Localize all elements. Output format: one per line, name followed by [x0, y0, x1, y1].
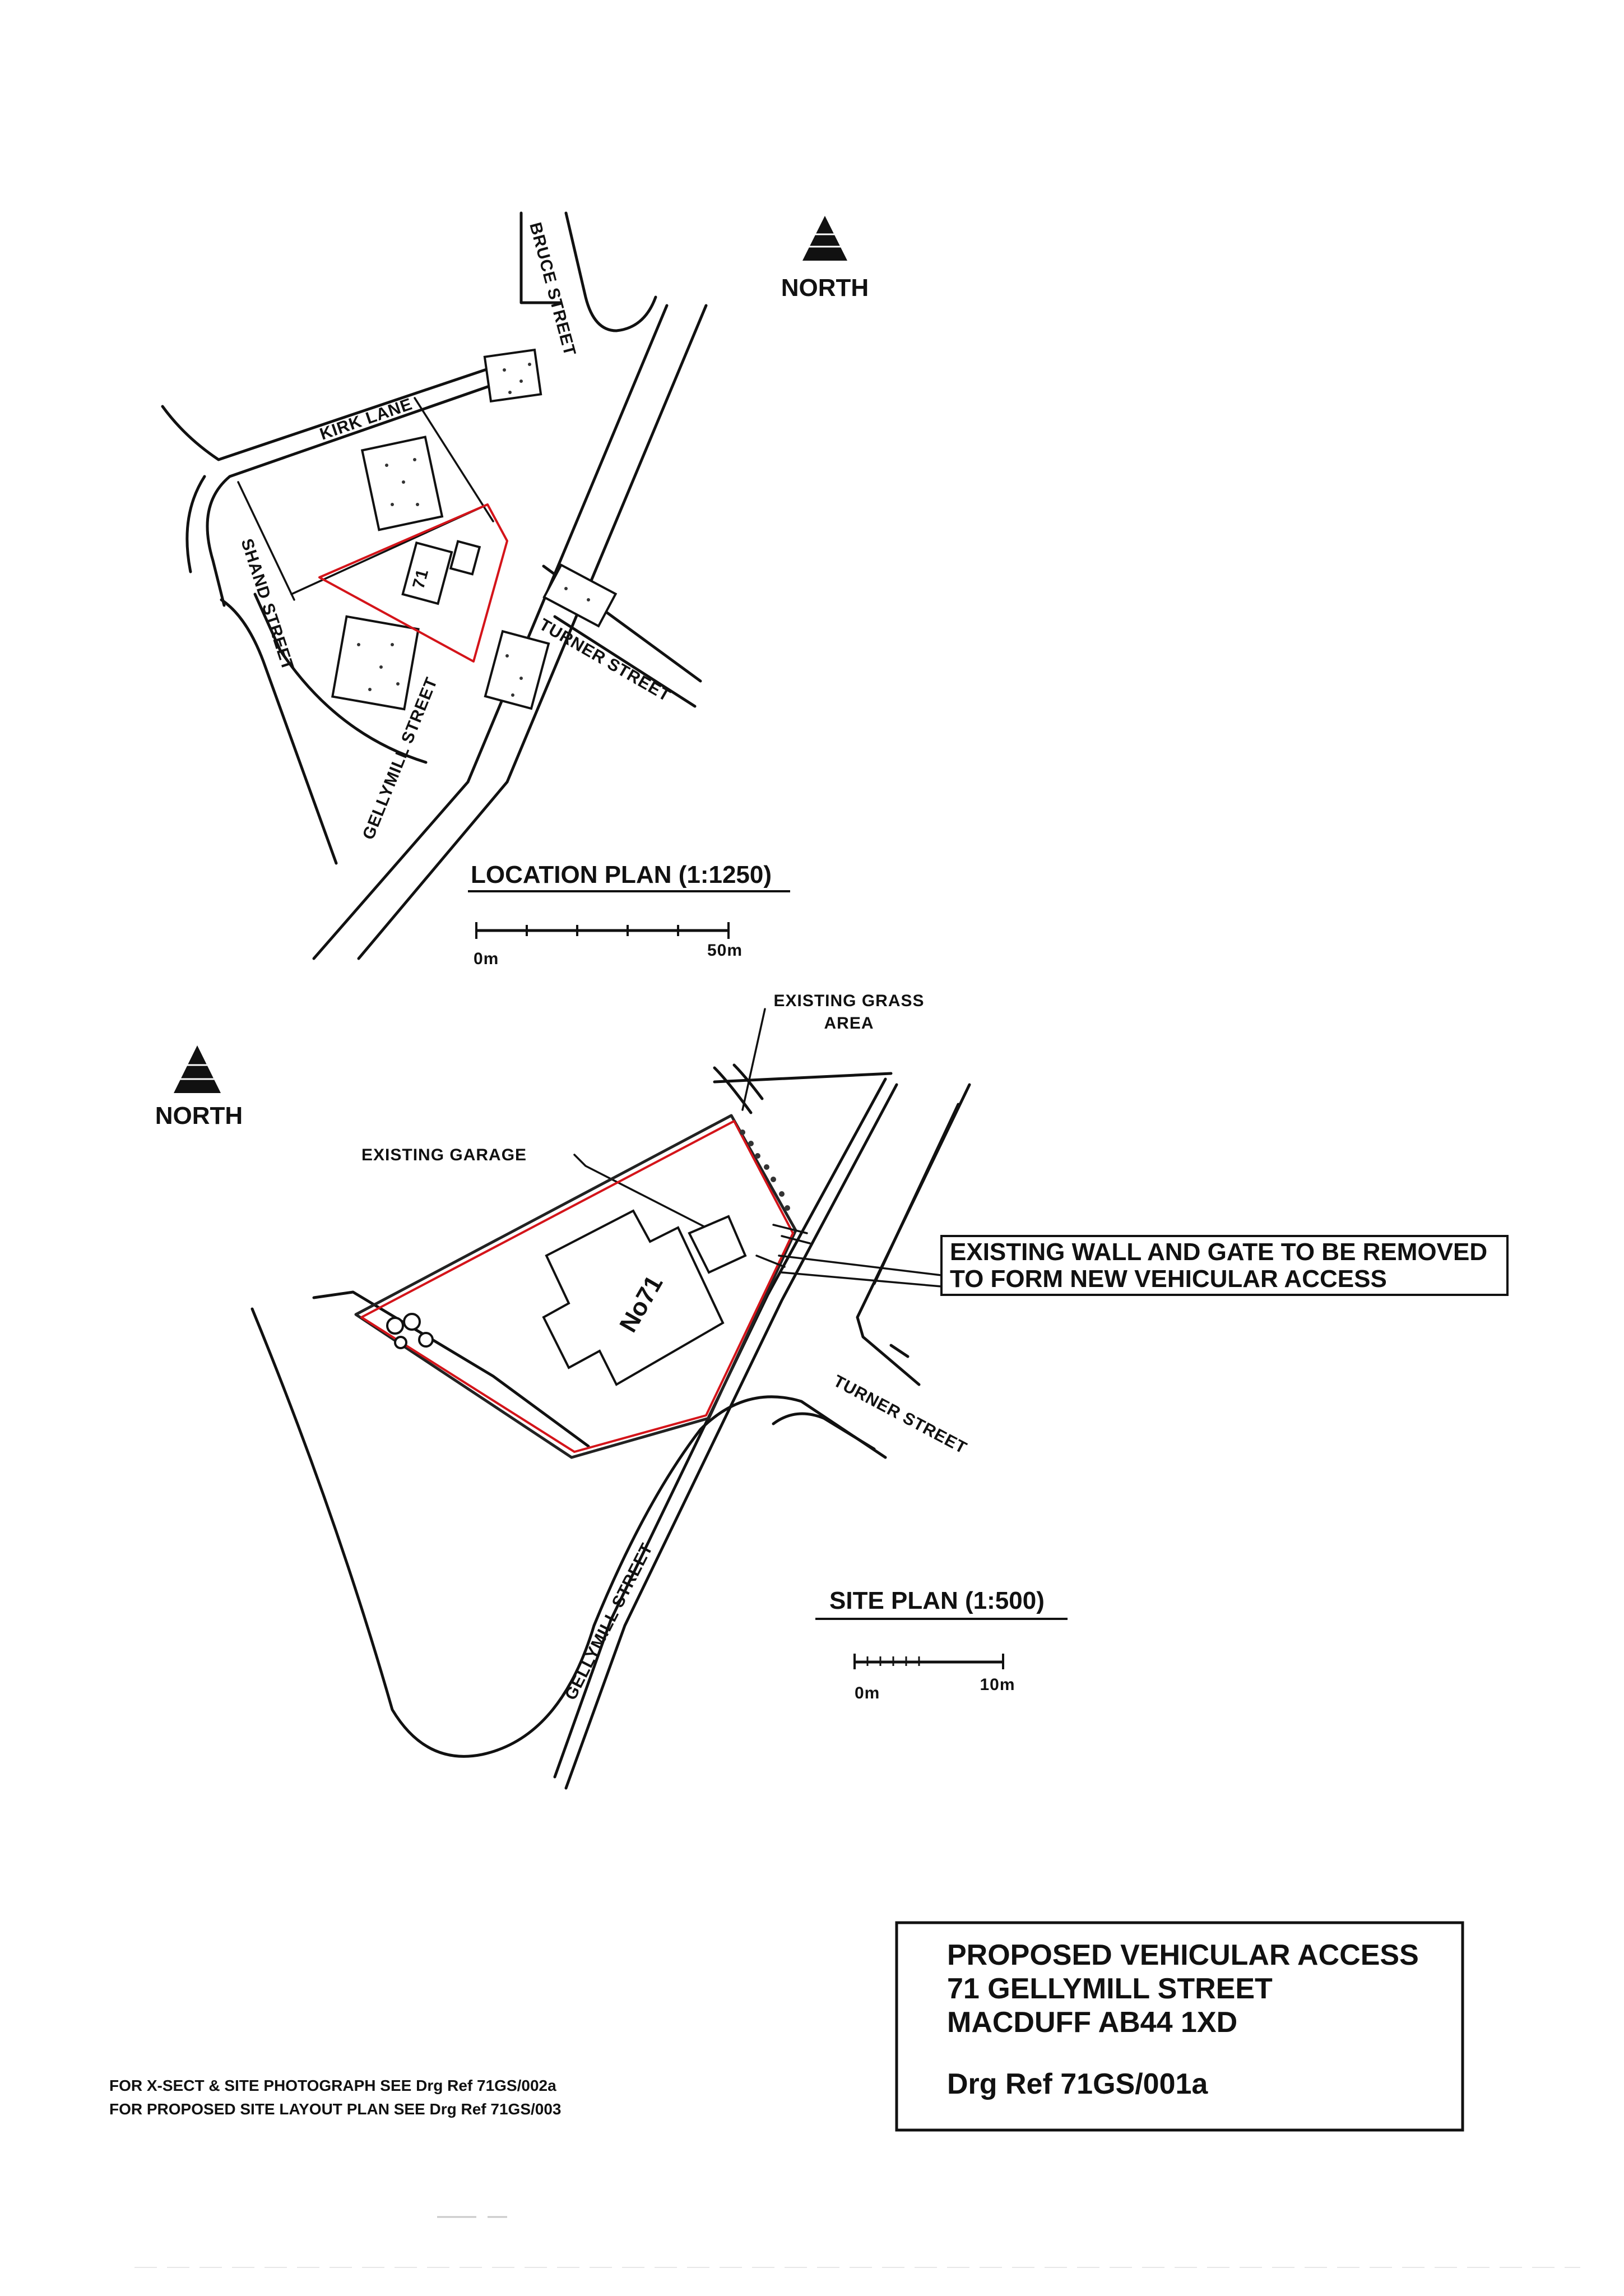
scale-bar-location: 0m 50m [474, 922, 743, 968]
site-plan-title: SITE PLAN (1:500) [829, 1587, 1045, 1614]
title-line-1: PROPOSED VEHICULAR ACCESS [947, 1939, 1419, 1971]
street-label-turner-site: TURNER STREET [830, 1372, 970, 1457]
location-plan: NORTH [161, 211, 869, 968]
drawing-reference: Drg Ref 71GS/001a [947, 2068, 1208, 2100]
drawing-notes: FOR X-SECT & SITE PHOTOGRAPH SEE Drg Ref… [109, 2077, 562, 2118]
scale-end-location: 50m [707, 941, 743, 960]
wall-label-line1: EXISTING WALL AND GATE TO BE REMOVED [950, 1238, 1487, 1266]
street-label-gellymill-site: GELLYMILL STREET [562, 1540, 657, 1704]
scale-bar-site: 0m 10m [853, 1654, 1015, 1702]
title-line-2: 71 GELLYMILL STREET [947, 1973, 1273, 2005]
north-arrow-location: NORTH [781, 216, 869, 302]
street-label-kirk: KIRK LANE [318, 395, 415, 443]
scale-start-location: 0m [474, 950, 499, 968]
note-line-1: FOR X-SECT & SITE PHOTOGRAPH SEE Drg Ref… [109, 2077, 556, 2094]
north-label-site: NORTH [155, 1102, 243, 1130]
wall-removal-callout: EXISTING WALL AND GATE TO BE REMOVED TO … [940, 1235, 1509, 1296]
title-block: PROPOSED VEHICULAR ACCESS 71 GELLYMILL S… [895, 1921, 1464, 2132]
scan-artifacts [134, 2216, 1580, 2268]
wall-label-line2: TO FORM NEW VEHICULAR ACCESS [950, 1265, 1387, 1293]
grass-area-label-line2: AREA [824, 1014, 874, 1033]
title-line-3: MACDUFF AB44 1XD [947, 2006, 1237, 2039]
scale-start-site: 0m [855, 1684, 880, 1702]
existing-garage-label: EXISTING GARAGE [361, 1146, 527, 1164]
location-plan-title: LOCATION PLAN (1:1250) [471, 861, 772, 888]
north-arrow-site: NORTH [155, 1045, 243, 1130]
street-label-shand: SHAND STREET [237, 536, 297, 673]
note-line-2: FOR PROPOSED SITE LAYOUT PLAN SEE Drg Re… [109, 2100, 562, 2118]
shrub-icon [386, 1313, 434, 1349]
grass-area-label-line1: EXISTING GRASS [773, 992, 924, 1010]
scale-end-site: 10m [980, 1675, 1015, 1694]
north-label-location: NORTH [781, 274, 869, 302]
site-plan: NORTH EXISTING GRASS AREA EXISTING GARAG… [155, 992, 1509, 1790]
